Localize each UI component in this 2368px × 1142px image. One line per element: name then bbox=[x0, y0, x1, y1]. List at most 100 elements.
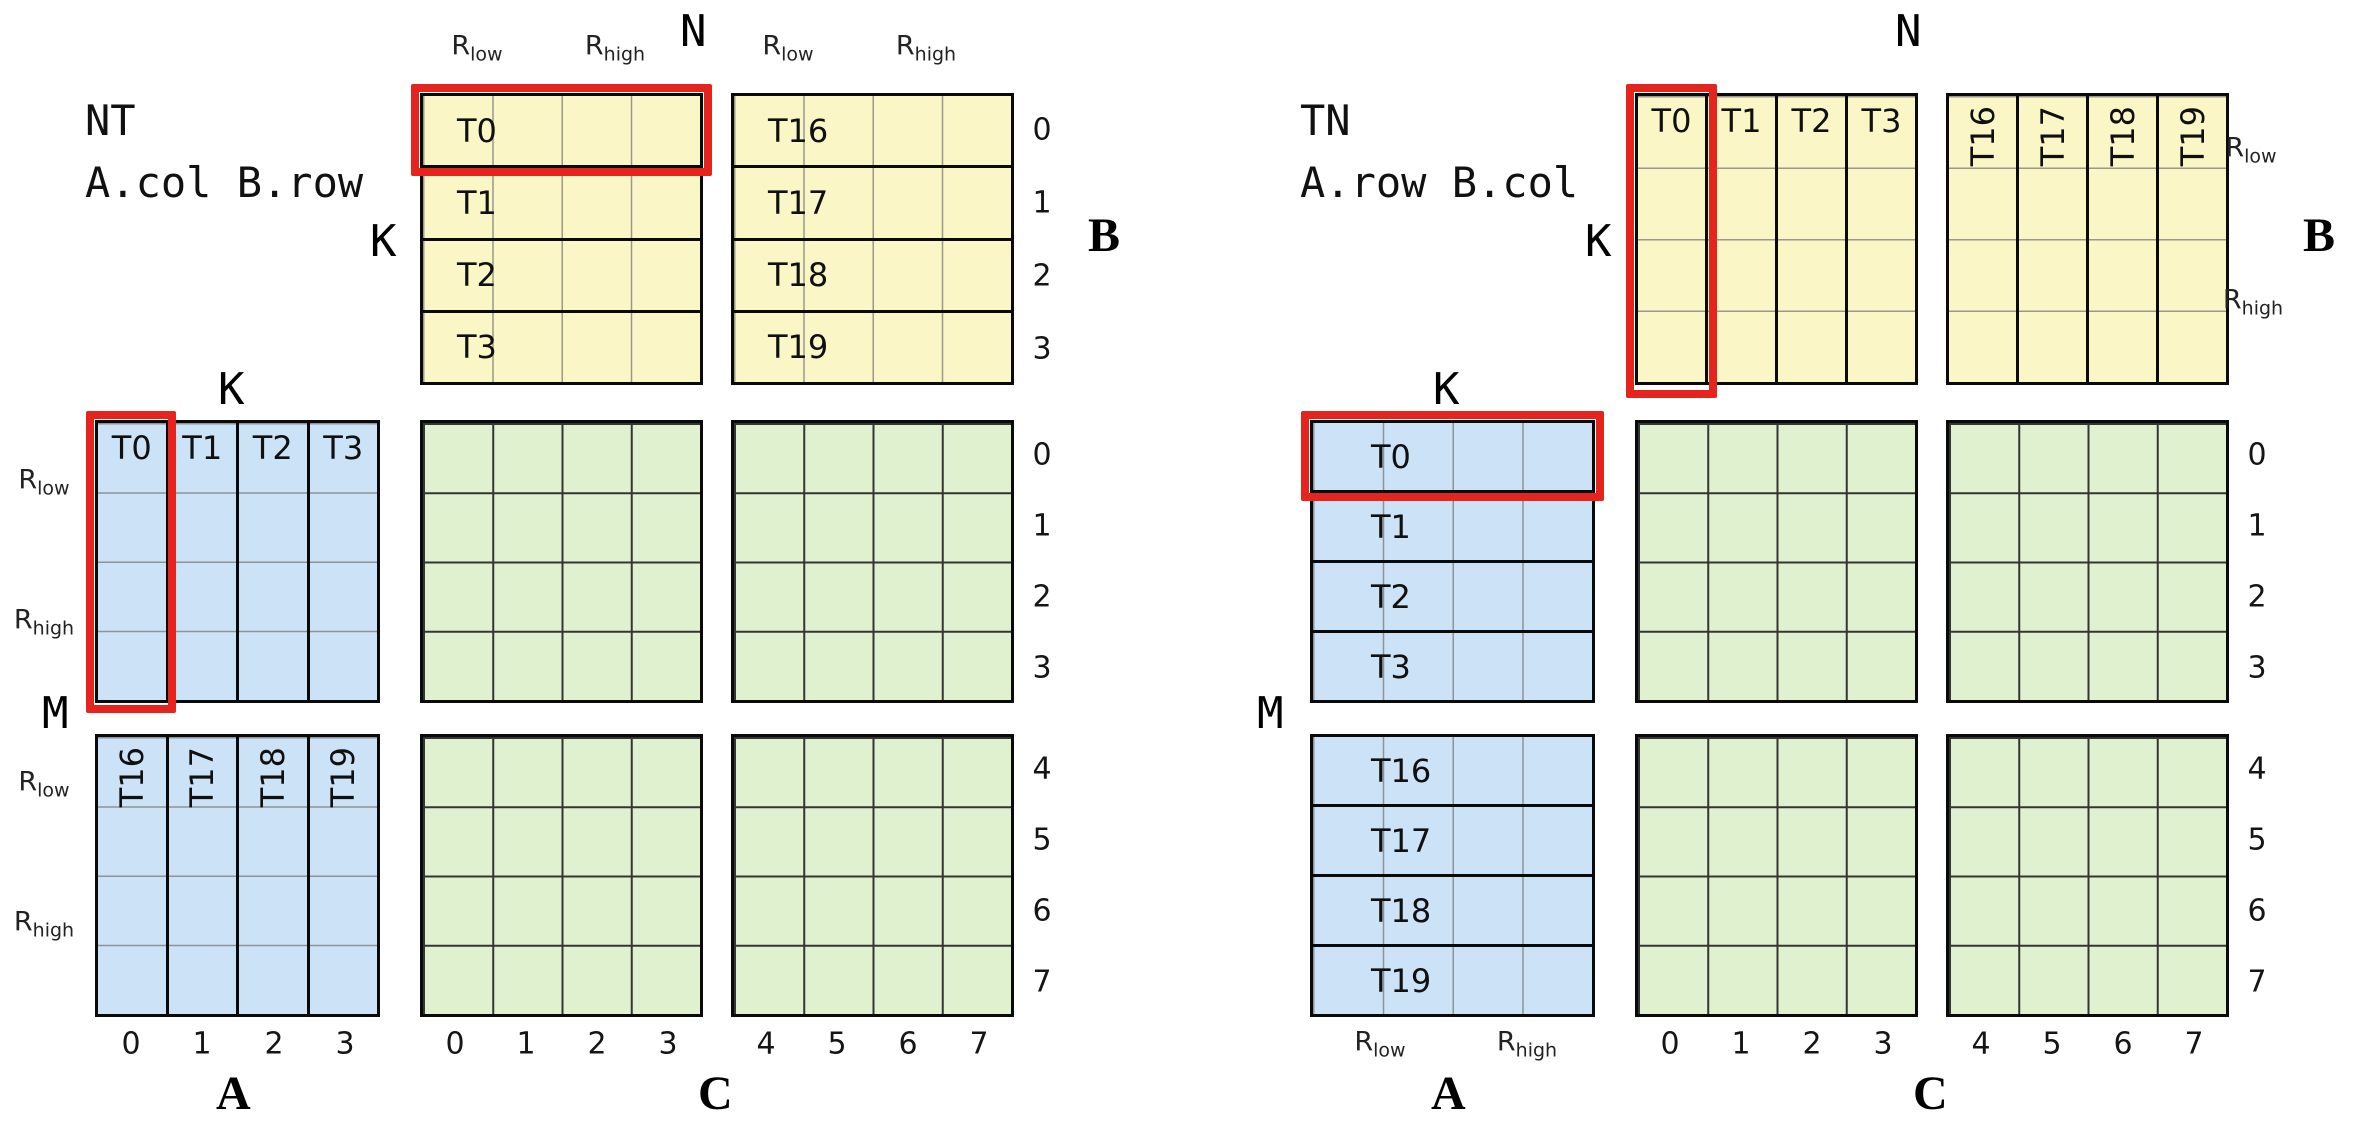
dim-label-n: N bbox=[1895, 6, 1922, 57]
thread-label: T16 bbox=[112, 747, 151, 808]
thread-strip: T17 bbox=[734, 165, 1011, 237]
row-index: 4 bbox=[1032, 751, 1052, 787]
row-index: 1 bbox=[1032, 508, 1052, 544]
col-index: 2 bbox=[1802, 1026, 1822, 1062]
col-index: 3 bbox=[658, 1026, 678, 1062]
r-low-label: Rlow bbox=[762, 30, 814, 66]
thread-label: T0 bbox=[1651, 102, 1692, 140]
thread-label: T19 bbox=[768, 328, 829, 367]
row-index: 0 bbox=[2247, 437, 2267, 473]
matrix-a-block-1: T0 T1 T2 T3 bbox=[95, 420, 380, 703]
thread-strip: T17 bbox=[165, 737, 237, 1014]
col-index: 3 bbox=[335, 1026, 355, 1062]
col-index: 1 bbox=[192, 1026, 212, 1062]
thread-strip: T18 bbox=[2086, 96, 2156, 382]
thread-strip: T1 bbox=[1313, 490, 1592, 560]
row-index: 4 bbox=[2247, 751, 2267, 787]
r-high-label: Rhigh bbox=[584, 30, 646, 66]
r-high-label: Rhigh bbox=[1496, 1026, 1558, 1062]
matrix-letter-b: B bbox=[1088, 209, 1121, 262]
thread-strip: T3 bbox=[1313, 630, 1592, 700]
row-index: 6 bbox=[1032, 893, 1052, 929]
thread-label: T18 bbox=[2103, 106, 2142, 167]
thread-label: T1 bbox=[1371, 507, 1411, 546]
thread-label: T2 bbox=[252, 429, 293, 467]
thread-strip: T0 bbox=[98, 423, 166, 700]
thread-strip: T3 bbox=[306, 423, 378, 700]
matrix-c-block-br bbox=[731, 734, 1014, 1017]
thread-strip: T2 bbox=[423, 237, 700, 310]
thread-label: T2 bbox=[457, 256, 497, 295]
matrix-c-block-tl bbox=[1635, 420, 1918, 703]
col-index: 5 bbox=[827, 1026, 847, 1062]
thread-label: T17 bbox=[768, 183, 829, 222]
dim-label-m: M bbox=[42, 688, 69, 739]
r-high-label: Rhigh bbox=[895, 30, 957, 66]
panel-title: NT bbox=[85, 96, 136, 145]
col-index: 5 bbox=[2042, 1026, 2062, 1062]
thread-label: T18 bbox=[768, 256, 829, 295]
thread-label: T16 bbox=[768, 111, 829, 150]
col-index: 2 bbox=[587, 1026, 607, 1062]
row-index: 2 bbox=[2247, 579, 2267, 615]
col-index: 7 bbox=[969, 1026, 989, 1062]
col-index: 0 bbox=[121, 1026, 141, 1062]
row-index: 5 bbox=[1032, 822, 1052, 858]
col-index: 6 bbox=[2113, 1026, 2133, 1062]
thread-label: T2 bbox=[1371, 577, 1411, 616]
thread-strip: T19 bbox=[734, 309, 1011, 382]
thread-label: T3 bbox=[1371, 647, 1411, 686]
dim-label-n: N bbox=[680, 6, 707, 57]
matrix-a-block-2: T16 T17 T18 T19 bbox=[1310, 734, 1595, 1017]
thread-strip: T19 bbox=[306, 737, 378, 1014]
thread-label: T1 bbox=[1721, 102, 1762, 140]
thread-strip: T16 bbox=[1949, 96, 2016, 382]
thread-label: T19 bbox=[324, 747, 363, 808]
row-index: 3 bbox=[2247, 650, 2267, 686]
matrix-letter-a: A bbox=[216, 1067, 251, 1120]
highlight-box-a-t0 bbox=[86, 411, 176, 713]
row-index: 7 bbox=[1032, 964, 1052, 1000]
thread-label: T3 bbox=[457, 328, 497, 367]
col-index: 1 bbox=[516, 1026, 536, 1062]
r-high-label: Rhigh bbox=[13, 604, 75, 640]
thread-strip: T2 bbox=[1775, 96, 1845, 382]
thread-strip: T1 bbox=[1705, 96, 1775, 382]
thread-label: T17 bbox=[183, 747, 222, 808]
thread-label: T0 bbox=[111, 429, 152, 467]
r-high-label: Rhigh bbox=[13, 906, 75, 942]
matrix-c-block-tl bbox=[420, 420, 703, 703]
row-index: 6 bbox=[2247, 893, 2267, 929]
r-low-label: Rlow bbox=[2225, 132, 2277, 168]
row-index: 1 bbox=[1032, 185, 1052, 221]
dim-label-k-b: K bbox=[1585, 216, 1612, 267]
thread-strip: T17 bbox=[1313, 804, 1592, 874]
row-index: 3 bbox=[1032, 650, 1052, 686]
thread-strip: T18 bbox=[236, 737, 307, 1014]
highlight-box-b-t0 bbox=[1626, 84, 1717, 398]
matrix-letter-a: A bbox=[1431, 1067, 1466, 1120]
thread-label: T17 bbox=[1371, 821, 1432, 860]
col-index: 4 bbox=[1971, 1026, 1991, 1062]
matrix-b-block-1: T0 T1 T2 T3 bbox=[420, 93, 703, 385]
thread-strip: T0 bbox=[1313, 423, 1592, 490]
thread-label: T16 bbox=[1963, 106, 2002, 167]
col-index: 1 bbox=[1731, 1026, 1751, 1062]
thread-strip: T0 bbox=[423, 96, 700, 165]
matrix-c-block-br bbox=[1946, 734, 2229, 1017]
matrix-c-block-tr bbox=[1946, 420, 2229, 703]
thread-strip: T16 bbox=[734, 96, 1011, 165]
thread-label: T17 bbox=[2033, 106, 2072, 167]
highlight-box-a-t0 bbox=[1301, 411, 1604, 501]
row-index: 0 bbox=[1032, 112, 1052, 148]
matrix-letter-b: B bbox=[2303, 209, 2336, 262]
matrix-b-block-1: T0 T1 T2 T3 bbox=[1635, 93, 1918, 385]
thread-label: T1 bbox=[182, 429, 223, 467]
highlight-box-b-t0 bbox=[411, 84, 712, 176]
thread-strip: T16 bbox=[1313, 737, 1592, 804]
panel-title: TN bbox=[1300, 96, 1351, 145]
thread-label: T3 bbox=[323, 429, 364, 467]
r-low-label: Rlow bbox=[1354, 1026, 1406, 1062]
panel-subtitle: A.col B.row bbox=[85, 158, 364, 207]
row-index: 2 bbox=[1032, 258, 1052, 294]
